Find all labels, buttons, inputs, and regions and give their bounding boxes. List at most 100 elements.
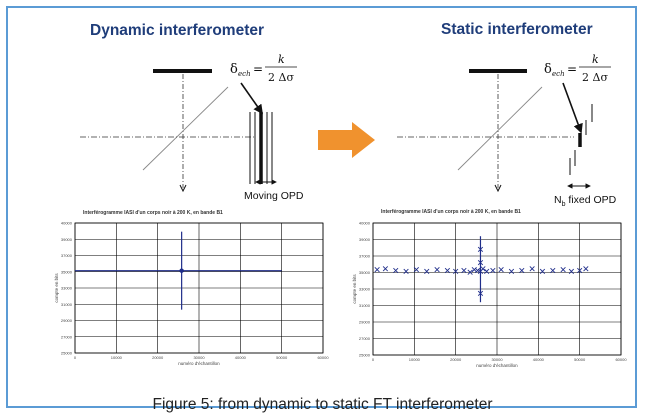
svg-text:=: = xyxy=(253,62,263,76)
y-tick-label: 37000 xyxy=(359,254,371,259)
svg-text:ech: ech xyxy=(552,70,565,78)
y-tick-label: 31000 xyxy=(61,302,73,307)
data-point-x xyxy=(480,266,486,272)
data-point-x xyxy=(484,268,490,275)
y-tick-label: 27000 xyxy=(359,336,371,341)
y-tick-label: 33000 xyxy=(359,287,371,292)
x-tick-label: 0 xyxy=(74,355,77,360)
x-tick-label: 40000 xyxy=(533,357,545,362)
plot-border xyxy=(74,222,324,354)
x-axis-label: numéro d'échantillon xyxy=(178,361,220,366)
x-tick-label: 60000 xyxy=(615,357,627,362)
y-tick-label: 25000 xyxy=(359,353,371,358)
data-point-x xyxy=(444,267,451,274)
data-point-x xyxy=(403,268,409,275)
data-point-x xyxy=(393,267,399,274)
y-tick-label: 31000 xyxy=(359,303,371,308)
formula-left: δ ech = k 2 Δσ xyxy=(230,53,297,84)
svg-text:2 Δσ: 2 Δσ xyxy=(582,71,608,84)
svg-text:=: = xyxy=(567,62,577,76)
svg-text:δ: δ xyxy=(230,62,238,77)
y-tick-label: 39000 xyxy=(359,237,371,242)
data-point xyxy=(179,268,184,273)
y-axis-label: compte en bits xyxy=(352,274,357,304)
data-point-x xyxy=(498,267,504,273)
static-optics: Nb fixed OPD δ ech = k 2 Δσ xyxy=(397,53,617,208)
transition-arrow xyxy=(318,122,375,158)
figure-frame xyxy=(6,6,637,408)
dynamic-optics: Moving OPD δ ech = k 2 Δσ xyxy=(80,53,304,202)
fixed-opd-label: Nb fixed OPD xyxy=(554,194,617,208)
data-point-x xyxy=(434,267,440,273)
data-point-x xyxy=(568,268,575,275)
y-tick-label: 35000 xyxy=(61,269,73,274)
moving-opd-label: Moving OPD xyxy=(244,190,304,202)
data-point-x xyxy=(583,266,589,272)
data-point-x xyxy=(490,267,496,274)
svg-text:k: k xyxy=(278,53,285,66)
x-tick-label: 30000 xyxy=(193,355,205,360)
y-tick-label: 29000 xyxy=(359,320,371,325)
y-tick-label: 37000 xyxy=(61,253,73,258)
y-tick-label: 27000 xyxy=(61,334,73,339)
x-tick-label: 20000 xyxy=(152,355,164,360)
data-point-x xyxy=(474,267,481,274)
y-tick-label: 35000 xyxy=(359,270,371,275)
figure-caption: Figure 5: from dynamic to static FT inte… xyxy=(152,396,493,413)
y-tick-label: 25000 xyxy=(61,351,73,356)
data-point-x xyxy=(382,266,389,272)
x-tick-label: 60000 xyxy=(317,355,329,360)
data-point-x xyxy=(413,267,420,273)
data-point-x xyxy=(471,267,477,273)
x-tick-label: 0 xyxy=(372,357,375,362)
data-point-x xyxy=(374,267,380,273)
sampling-pointer xyxy=(240,82,263,115)
beam-splitter xyxy=(142,86,229,171)
data-point-x xyxy=(424,268,430,275)
data-point-x xyxy=(453,268,459,275)
output-arrow xyxy=(494,184,502,193)
output-arrow xyxy=(179,184,187,193)
y-tick-label: 40000 xyxy=(359,221,371,226)
moving-mirror xyxy=(249,112,273,184)
x-tick-label: 30000 xyxy=(491,357,503,362)
data-point-x xyxy=(577,267,583,274)
charts-layer: Interférogramme IASI d'un corps noir à 2… xyxy=(54,209,627,368)
dynamic-title: Dynamic interferometer xyxy=(90,22,265,39)
data-point-x xyxy=(519,267,525,274)
x-axis-label: numéro d'échantillon xyxy=(476,363,518,368)
x-tick-label: 50000 xyxy=(276,355,288,360)
x-tick-label: 40000 xyxy=(235,355,247,360)
svg-text:ech: ech xyxy=(238,70,251,78)
chart-title: Interférogramme IASI d'un corps noir à 2… xyxy=(381,209,521,215)
data-point-x xyxy=(560,267,566,273)
x-tick-label: 20000 xyxy=(450,357,462,362)
static-chart: Interférogramme IASI d'un corps noir à 2… xyxy=(352,209,627,368)
x-tick-label: 50000 xyxy=(574,357,586,362)
svg-text:δ: δ xyxy=(544,62,552,77)
x-tick-label: 10000 xyxy=(111,355,123,360)
data-point-x xyxy=(508,268,515,275)
beam-splitter xyxy=(457,86,543,171)
sampling-pointer xyxy=(562,82,583,134)
x-tick-label: 10000 xyxy=(409,357,421,362)
y-tick-label: 33000 xyxy=(61,286,73,291)
data-point-x xyxy=(539,268,546,275)
y-tick-label: 29000 xyxy=(61,318,73,323)
svg-text:2 Δσ: 2 Δσ xyxy=(268,71,294,84)
data-point-x xyxy=(461,267,467,274)
formula-right: δ ech = k 2 Δσ xyxy=(544,53,611,84)
y-tick-label: 39000 xyxy=(61,237,73,242)
dynamic-chart: Interférogramme IASI d'un corps noir à 2… xyxy=(54,210,329,366)
data-point-x xyxy=(467,269,473,275)
svg-text:k: k xyxy=(592,53,599,66)
plot-border xyxy=(372,222,622,356)
y-axis-label: compte en bits xyxy=(54,273,59,303)
chart-title: Interférogramme IASI d'un corps noir à 2… xyxy=(83,210,223,216)
y-tick-label: 40000 xyxy=(61,221,73,226)
static-title: Static interferometer xyxy=(441,21,593,38)
staircase-mirrors xyxy=(569,104,593,175)
data-point-x xyxy=(550,267,556,274)
data-point-x xyxy=(529,266,535,272)
